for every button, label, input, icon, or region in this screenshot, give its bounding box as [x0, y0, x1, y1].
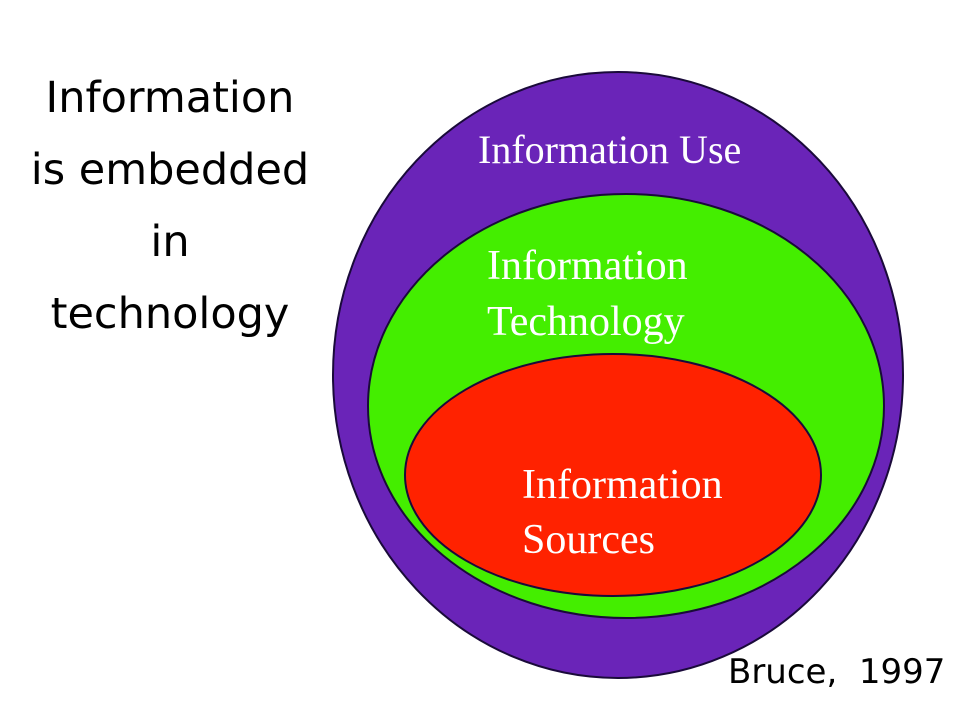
information-sources-circle — [404, 353, 822, 597]
title-line: is embedded — [30, 145, 310, 195]
information-technology-label: Information Technology — [487, 243, 698, 345]
information-technology-label-line: Technology — [487, 299, 685, 345]
title-line: Information — [45, 73, 295, 123]
information-technology-label-line: Information — [487, 243, 688, 289]
information-use-label: Information Use — [478, 127, 741, 172]
information-sources-label-line: Information — [522, 462, 723, 508]
slide-title: Information is embedded in technology — [0, 62, 340, 350]
title-line: technology — [50, 289, 290, 339]
title-line: in — [150, 217, 190, 267]
information-sources-label-line: Sources — [522, 517, 655, 563]
citation: Bruce, 1997 — [728, 652, 946, 692]
information-sources-label: Information Sources — [522, 462, 733, 563]
